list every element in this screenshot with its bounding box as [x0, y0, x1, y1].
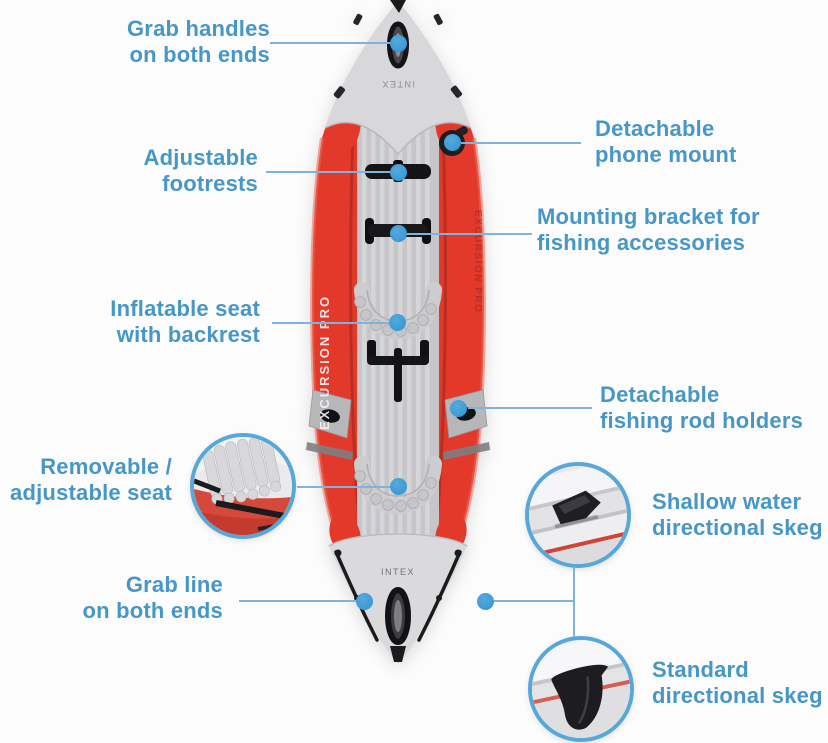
kayak-illustration: INTEX: [306, 0, 490, 663]
standard-skeg-fin: [551, 664, 608, 730]
label-rod-holders: Detachable fishing rod holders: [600, 382, 804, 433]
kayak-stern: INTEX: [328, 533, 468, 663]
label-inflatable-seat: Inflatable seat with backrest: [110, 296, 260, 347]
connector-skeg-vertical: [573, 568, 575, 637]
rear-seat-backrest: [354, 456, 442, 515]
feature-dot-removable-seat: [390, 478, 407, 495]
feature-dot-grab-handle: [390, 35, 407, 52]
connector-removable-seat: [297, 486, 391, 488]
label-removable-seat: Removable / adjustable seat: [10, 454, 172, 505]
connector-grab-line: [239, 600, 357, 602]
tube-model-text-right: EXCURSION PRO: [472, 210, 483, 313]
label-shallow-skeg: Shallow water directional skeg: [652, 489, 823, 540]
bow-brand-text: INTEX: [381, 79, 415, 89]
label-grab-handles: Grab handles on both ends: [127, 16, 270, 67]
shallow-skeg-photo: [525, 462, 631, 568]
feature-dot-skeg: [477, 593, 494, 610]
kayak-bow: INTEX: [324, 0, 472, 156]
rod-holder-left: [306, 389, 353, 460]
stern-tip: [390, 646, 406, 662]
bow-tip: [390, 0, 406, 13]
connector-skeg-branch: [493, 600, 574, 602]
tube-model-text: EXCURSION PRO: [317, 295, 332, 430]
connector-mount-bracket: [406, 233, 532, 235]
stern-brand-text: INTEX: [381, 567, 415, 577]
label-footrests: Adjustable footrests: [143, 145, 258, 196]
grab-line-right: [417, 550, 462, 642]
seat-cushion-closeup: [202, 437, 282, 505]
removable-seat-photo: [190, 433, 296, 539]
connector-grab-handles: [270, 42, 390, 44]
standard-skeg-photo: [528, 636, 634, 742]
connector-rod-holders: [468, 407, 592, 409]
label-mount-bracket: Mounting bracket for fishing accessories: [537, 204, 760, 255]
feature-dot-inflatable-seat: [389, 314, 406, 331]
rear-footrest-bracket: [367, 340, 429, 402]
grab-line-left: [334, 550, 379, 642]
connector-footrests: [266, 171, 390, 173]
feature-dot-mount-bracket: [390, 225, 407, 242]
feature-dot-rod-holder: [450, 400, 467, 417]
label-standard-skeg: Standard directional skeg: [652, 657, 823, 708]
label-grab-line: Grab line on both ends: [82, 572, 223, 623]
label-phone-mount: Detachable phone mount: [595, 116, 737, 167]
connector-phone-mount: [461, 142, 581, 144]
feature-dot-footrest: [390, 164, 407, 181]
feature-dot-grab-line: [356, 593, 373, 610]
connector-inflatable-seat: [272, 322, 390, 324]
feature-dot-phone-mount: [444, 134, 461, 151]
